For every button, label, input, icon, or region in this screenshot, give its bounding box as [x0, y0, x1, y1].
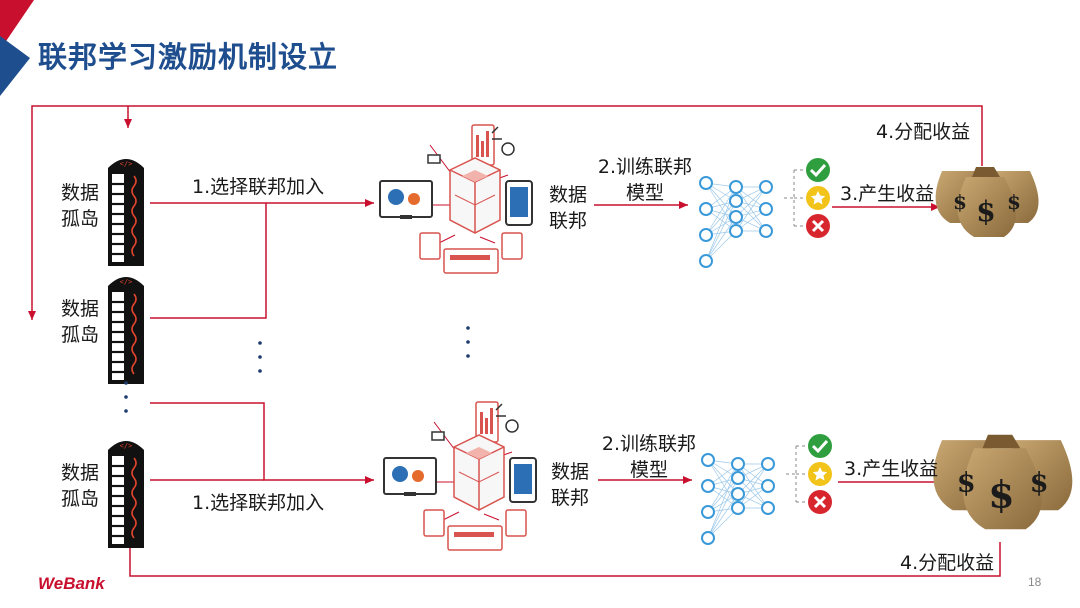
join-label-top: 1.选择联邦加入 [192, 176, 325, 198]
profit-label-bottom: 3.产生收益 [844, 458, 939, 480]
federation-label-text: 数据联邦 [548, 184, 587, 232]
webank-logo: WeBank [38, 574, 105, 593]
profit-label-top: 3.产生收益 [840, 183, 935, 205]
island-label-text: 数据孤岛 [60, 298, 99, 346]
federation-label-top: 数据联邦 [544, 182, 592, 234]
train-label-text: 2.训练联邦模型 [601, 433, 697, 481]
distribute-label-top: 4.分配收益 [876, 121, 971, 143]
join-label-bottom: 1.选择联邦加入 [192, 492, 325, 514]
neural-network-icon [699, 176, 773, 268]
server-tower-icon [106, 439, 146, 550]
page-title: 联邦学习激励机制设立 [38, 40, 339, 74]
code-glyph: </> [120, 160, 133, 168]
train-label-bottom: 2.训练联邦模型 [594, 431, 704, 483]
money-bags-icon [933, 434, 1073, 530]
train-label-text: 2.训练联邦模型 [597, 156, 693, 204]
code-glyph: </> [120, 278, 133, 286]
server-tower-icon [106, 275, 146, 386]
corner-red-decoration [0, 0, 34, 50]
ellipsis-dots [124, 326, 470, 413]
money-bags-icon [935, 167, 1039, 237]
corner-blue-decoration [0, 36, 30, 96]
connector-lines [28, 105, 1001, 577]
island-label-3: 数据孤岛 [56, 460, 104, 512]
outcome-icons [782, 156, 832, 240]
code-glyph: </> [120, 442, 133, 450]
federation-label-bottom: 数据联邦 [546, 459, 594, 511]
train-label-top: 2.训练联邦模型 [590, 154, 700, 206]
island-label-text: 数据孤岛 [60, 462, 99, 510]
island-label-1: 数据孤岛 [56, 180, 104, 232]
server-tower-icon [106, 157, 146, 268]
federation-label-text: 数据联邦 [550, 461, 589, 509]
outcome-icons [784, 432, 834, 516]
distribute-label-bottom: 4.分配收益 [900, 552, 995, 574]
island-label-text: 数据孤岛 [60, 182, 99, 230]
page-number: 18 [1028, 575, 1042, 589]
neural-network-icon [701, 453, 775, 545]
data-federation-cluster-icon [382, 400, 538, 552]
data-federation-cluster-icon [378, 123, 534, 275]
island-label-2: 数据孤岛 [56, 296, 104, 348]
